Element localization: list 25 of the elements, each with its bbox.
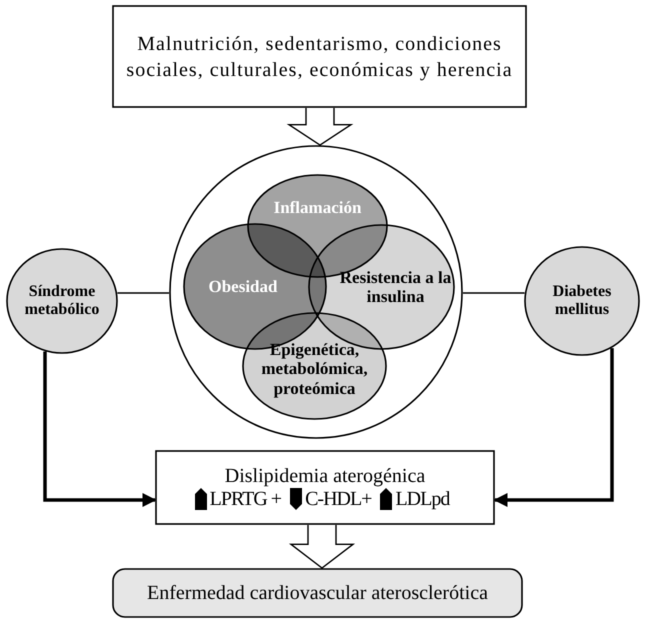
- block-arrow: [288, 524, 356, 569]
- arrow: [43, 352, 156, 507]
- condition-ellipse: [6, 248, 118, 354]
- connector-line: [463, 292, 525, 294]
- lipid-label: LDLpd: [395, 488, 450, 510]
- arrow: [494, 348, 614, 507]
- node-label: Epigenética, metabolómica, proteómica: [260, 340, 369, 398]
- condition-ellipse: [524, 246, 640, 356]
- connector-line: [117, 292, 169, 294]
- node-label: Enfermedad cardiovascular aterosclerótica: [147, 582, 488, 604]
- venn-circle: [242, 312, 387, 420]
- process-box: [155, 450, 495, 525]
- outcome-box: [112, 568, 523, 618]
- outer-circle: [169, 145, 463, 439]
- lipid-label: C-HDL+: [305, 488, 372, 510]
- node-label: Diabetes mellitus: [552, 283, 612, 319]
- node-label: Síndrome metabólico: [24, 283, 100, 319]
- node-label: Resistencia a la insulina: [338, 268, 452, 306]
- lipid-label: LPRTG +: [210, 488, 282, 510]
- node-label: Obesidad: [208, 276, 278, 296]
- node-label: Inflamación: [274, 198, 362, 218]
- node-label: Malnutrición, sedentarismo, condiciones sociales, culturales, económicas y herencia: [125, 32, 514, 82]
- node-label: Dislipidemia aterogénica: [224, 465, 426, 488]
- cause-box: [112, 5, 527, 108]
- block-arrow: [286, 107, 354, 146]
